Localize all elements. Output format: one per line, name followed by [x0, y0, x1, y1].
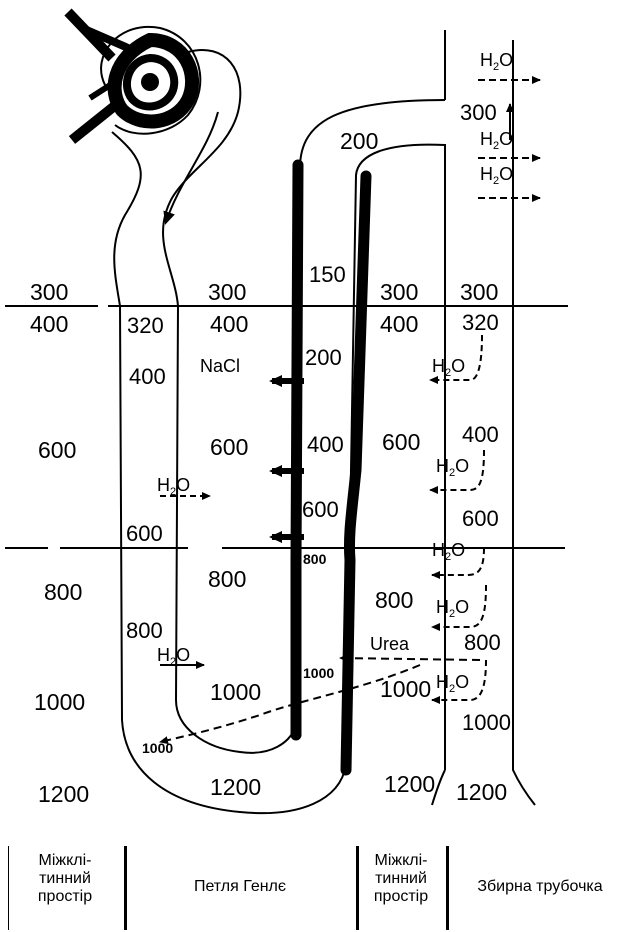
osm-label: 800 [208, 566, 246, 592]
osm-label: 600 [462, 506, 499, 531]
osm-label: 150 [309, 262, 346, 287]
water-label: H2O [436, 672, 469, 695]
water-label: H2O [480, 164, 513, 187]
legend-divider [8, 846, 9, 930]
osm-label: 1000 [303, 665, 334, 681]
legend-line: простір [20, 888, 110, 906]
osm-label: 600 [38, 437, 76, 463]
osm-label: 300 [30, 279, 68, 305]
osm-label: 1200 [384, 771, 435, 797]
osm-label: 800 [464, 630, 501, 655]
level-labels-descending-inner: 320 400 600 800 1000 [126, 313, 173, 756]
legend-loop-of-henle: Петля Генлє [130, 878, 350, 896]
osm-label: 400 [210, 311, 248, 337]
region-legend: Міжклі- тинний простір Петля Генлє Міжкл… [0, 842, 628, 932]
osm-label: 800 [126, 618, 163, 643]
urea-label: Urea [370, 634, 410, 654]
legend-line: простір [360, 888, 442, 906]
osm-label: 300 [460, 279, 498, 305]
flow-direction-arrow [166, 112, 218, 222]
osm-label: 600 [126, 521, 163, 546]
legend-divider [124, 846, 127, 930]
osm-label: 800 [303, 551, 327, 567]
osm-label: 400 [380, 311, 418, 337]
water-label: H2O [436, 456, 469, 479]
legend-divider [446, 846, 449, 930]
legend-line: Петля Генлє [130, 878, 350, 896]
legend-line: тинний [20, 870, 110, 888]
osm-label: 400 [462, 422, 499, 447]
osm-label: 400 [30, 311, 68, 337]
osm-label: 400 [129, 364, 166, 389]
osm-label: 300 [380, 279, 418, 305]
osm-label: 1000 [380, 676, 431, 702]
osm-label: 600 [210, 434, 248, 460]
osm-label: 400 [307, 432, 344, 457]
water-efflux-arrows-descending [160, 496, 210, 665]
osm-label: 600 [302, 497, 339, 522]
osm-label: 1200 [210, 774, 261, 800]
legend-interstitial-space-right: Міжклі- тинний простір [360, 852, 442, 906]
water-label: H2O [436, 597, 469, 620]
water-label: H2O [157, 645, 190, 668]
water-label: H2O [432, 540, 465, 563]
legend-line: тинний [360, 870, 442, 888]
water-label: H2O [157, 475, 190, 498]
osm-label: 1000 [142, 740, 173, 756]
osm-label: 1000 [462, 710, 511, 735]
osm-label: 1200 [456, 779, 507, 805]
legend-collecting-duct: Збирна трубочка [452, 878, 628, 896]
osm-label: 600 [382, 429, 420, 455]
osm-label: 200 [305, 345, 342, 370]
level-labels-interstitial-right: 300 400 600 800 1000 1200 [375, 279, 435, 797]
legend-interstitial-space-left: Міжклі- тинний простір [20, 852, 110, 906]
osm-label: 320 [127, 313, 164, 338]
osm-label: 800 [44, 579, 82, 605]
legend-divider [356, 846, 359, 930]
osm-label: 800 [375, 587, 413, 613]
legend-line: Збирна трубочка [452, 878, 628, 896]
osm-label: 300 [460, 100, 497, 125]
osm-label: 320 [462, 310, 499, 335]
osm-label: 1000 [34, 689, 85, 715]
legend-line: Міжклі- [360, 852, 442, 870]
molecule-labels: NaCl Urea H2O H2O H2O H2O H2O H2O H2O H2… [157, 50, 513, 695]
osm-label: 200 [340, 128, 378, 154]
osm-label: 300 [208, 279, 246, 305]
level-labels-interstitial-left: 300 400 600 800 1000 1200 [30, 279, 89, 807]
osm-label: 1200 [38, 781, 89, 807]
osm-label: 1000 [210, 679, 261, 705]
nacl-label: NaCl [200, 356, 240, 376]
water-label: H2O [432, 356, 465, 379]
glomerulus [68, 12, 200, 140]
water-label: H2O [480, 50, 513, 73]
water-label: H2O [480, 129, 513, 152]
legend-line: Міжклі- [20, 852, 110, 870]
